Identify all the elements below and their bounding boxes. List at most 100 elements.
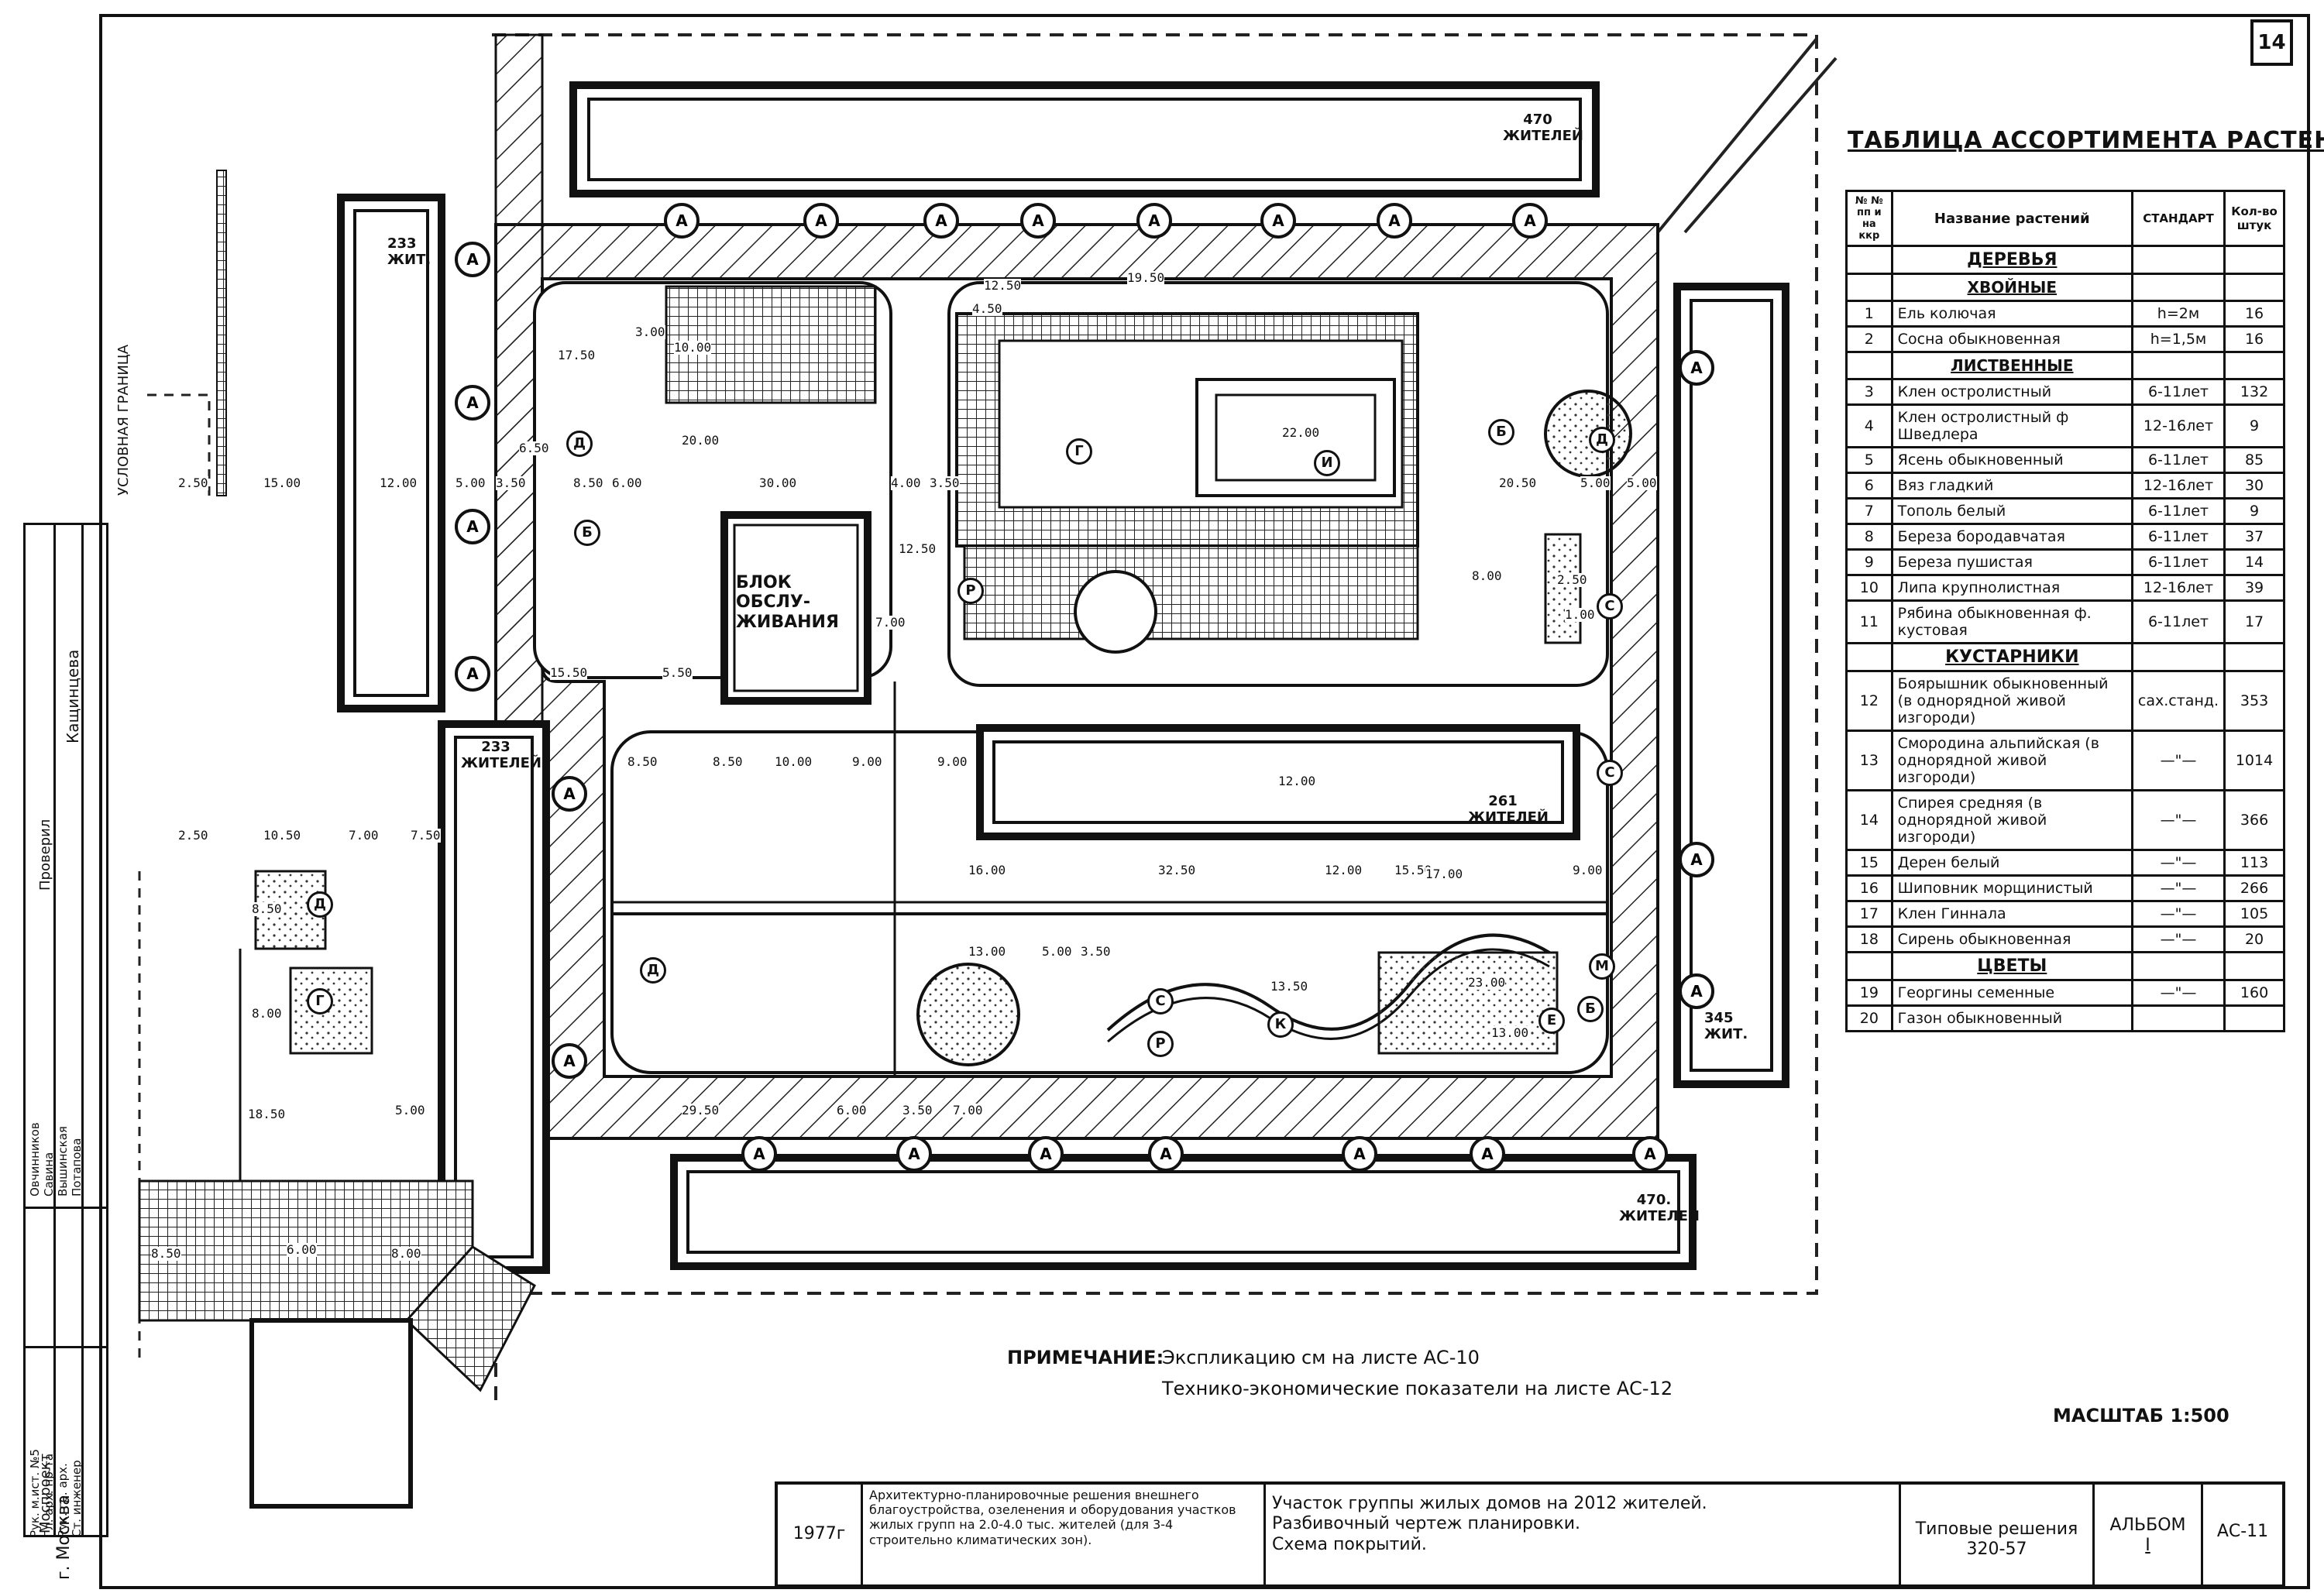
plant-name: Вяз гладкий xyxy=(1890,472,2133,500)
zone-label: С xyxy=(1147,988,1174,1015)
building-left-upper xyxy=(337,194,445,712)
org-label: Моспроект xyxy=(37,1453,53,1533)
plant-num: 2 xyxy=(1845,325,1893,353)
marker-a-label: А xyxy=(1272,211,1284,230)
marker-a: А xyxy=(1679,973,1714,1009)
dimension-label: 23.00 xyxy=(1468,975,1506,990)
dimension-label: 5.50 xyxy=(662,665,693,681)
dimension-label: 6.00 xyxy=(837,1103,867,1118)
marker-a-label: А xyxy=(1353,1145,1366,1163)
plant-count: 113 xyxy=(2223,849,2285,877)
plant-num: 20 xyxy=(1845,1004,1893,1032)
residents-left-lower: 233 ЖИТЕЛЕЙ xyxy=(461,739,541,771)
dimension-label: 1.00 xyxy=(1565,607,1595,623)
dimension-label: 8.50 xyxy=(573,475,603,491)
dimension-label: 13.00 xyxy=(968,944,1006,960)
zone-label: Б xyxy=(574,520,600,546)
stamp-code: АС-11 xyxy=(2203,1485,2282,1584)
plant-num: 4 xyxy=(1845,403,1893,448)
stamp-title: Участок группы жилых домов на 2012 жител… xyxy=(1266,1485,1901,1584)
plant-name: Ясень обыкновенный xyxy=(1890,446,2133,474)
zone-label: Г xyxy=(1066,438,1092,465)
plant-table-title: ТАБЛИЦА АССОРТИМЕНТА РАСТЕНИЙ xyxy=(1848,127,2324,154)
boundary-label: УСЛОВНАЯ ГРАНИЦА xyxy=(115,344,132,496)
dimension-label: 10.50 xyxy=(263,828,301,843)
building-left-lower xyxy=(438,720,550,1274)
dimension-label: 9.00 xyxy=(937,754,968,770)
dimension-label: 3.50 xyxy=(496,475,526,491)
marker-a-label: А xyxy=(1690,359,1703,377)
dimension-label: 3.50 xyxy=(930,475,960,491)
plant-num: 6 xyxy=(1845,472,1893,500)
stamp-album-label: АЛЬБОМ xyxy=(2109,1516,2186,1535)
zone-label: К xyxy=(1267,1011,1294,1038)
plant-count: 16 xyxy=(2223,300,2285,328)
plant-num: 15 xyxy=(1845,849,1893,877)
dimension-label: 8.50 xyxy=(252,901,282,917)
grid-strip xyxy=(963,544,1419,640)
dimension-label: 3.50 xyxy=(902,1103,933,1118)
marker-a-label: А xyxy=(466,664,479,683)
dimension-label: 4.50 xyxy=(972,301,1002,317)
plant-group-conifers: ХВОЙНЫЕ xyxy=(1845,273,2285,302)
dotted-area-side xyxy=(1544,533,1582,644)
marker-a-label: А xyxy=(466,250,479,269)
group-label-trees: ДЕРЕВЬЯ xyxy=(1890,245,2133,275)
plant-name: Липа крупнолистная xyxy=(1890,574,2133,602)
plant-num: 11 xyxy=(1845,599,1893,644)
plant-num: 18 xyxy=(1845,925,1893,953)
plant-count: 14 xyxy=(2223,548,2285,576)
marker-a: А xyxy=(1342,1136,1377,1172)
plant-standard: —"— xyxy=(2130,730,2226,791)
dimension-label: 12.50 xyxy=(899,541,937,557)
dimension-label: 10.00 xyxy=(674,340,712,355)
dimension-label: 8.50 xyxy=(713,754,743,770)
residents-top: 470 ЖИТЕЛЕЙ xyxy=(1503,112,1583,144)
marker-a-label: А xyxy=(908,1145,920,1163)
plant-num: 3 xyxy=(1845,378,1893,406)
dimension-label: 15.50 xyxy=(550,665,588,681)
plant-group-trees: ДЕРЕВЬЯ xyxy=(1845,245,2285,275)
plant-standard: сах.станд. xyxy=(2130,670,2226,732)
plant-count: 366 xyxy=(2223,789,2285,851)
service-block-building xyxy=(720,511,871,705)
plant-standard: —"— xyxy=(2130,979,2226,1007)
plant-standard: —"— xyxy=(2130,849,2226,877)
marker-a: А xyxy=(896,1136,932,1172)
plant-name: Тополь белый xyxy=(1890,497,2133,525)
plant-num: 1 xyxy=(1845,300,1893,328)
dimension-label: 9.00 xyxy=(1573,863,1603,878)
plant-count xyxy=(2223,1004,2285,1032)
dimension-label: 5.00 xyxy=(1580,475,1611,491)
signature-table xyxy=(23,523,108,1537)
marker-a-label: А xyxy=(1032,211,1044,230)
curved-path xyxy=(1106,933,1551,1032)
stamp-album-num: I xyxy=(2145,1536,2150,1556)
service-block-label: БЛОК ОБСЛУ-ЖИВАНИЯ xyxy=(736,573,839,632)
dimension-label: 13.00 xyxy=(1491,1025,1529,1041)
plant-standard: 6-11лет xyxy=(2130,599,2226,644)
header-standard: СТАНДАРТ xyxy=(2130,190,2226,247)
marker-a-label: А xyxy=(466,517,479,536)
plant-count: 17 xyxy=(2223,599,2285,644)
dimension-label: 15.50 xyxy=(1394,863,1432,878)
group-label-shrubs: КУСТАРНИКИ xyxy=(1890,642,2133,672)
plant-name: Клен остролистный ф Шведлера xyxy=(1890,403,2133,448)
dimension-label: 6.00 xyxy=(287,1242,317,1258)
dimension-label: 12.00 xyxy=(1325,863,1363,878)
marker-a: А xyxy=(455,509,490,544)
stamp-album: АЛЬБОМ I xyxy=(2095,1485,2203,1584)
dimension-label: 10.00 xyxy=(775,754,813,770)
annex-area-g xyxy=(289,966,373,1055)
plant-count: 1014 xyxy=(2223,730,2285,791)
marker-a-label: А xyxy=(1160,1145,1172,1163)
marker-a: А xyxy=(1632,1136,1668,1172)
